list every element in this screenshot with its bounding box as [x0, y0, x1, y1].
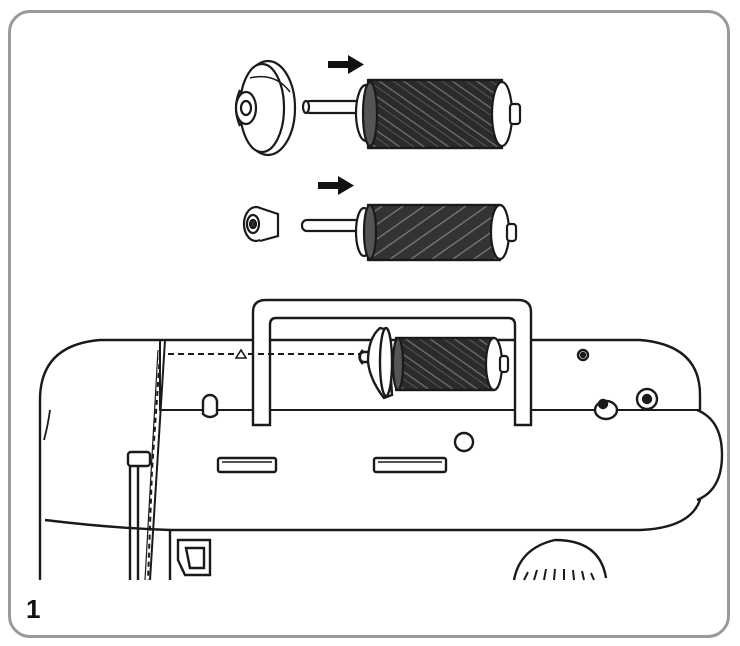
large-spool-cap-icon — [234, 59, 297, 157]
thread-spool-icon — [354, 203, 518, 262]
arrow-right-icon — [318, 176, 354, 195]
step-number: 1 — [26, 594, 41, 624]
middle-assembly — [242, 176, 518, 262]
small-spool-cap-icon — [242, 205, 280, 243]
arrow-right-icon — [328, 55, 364, 74]
sewing-machine-top-icon — [38, 298, 724, 581]
top-assembly — [234, 55, 522, 157]
thread-spool-icon — [354, 78, 522, 150]
spool-pin — [301, 99, 362, 115]
spool-pin — [300, 218, 366, 233]
thread-spool-icon — [391, 336, 510, 392]
